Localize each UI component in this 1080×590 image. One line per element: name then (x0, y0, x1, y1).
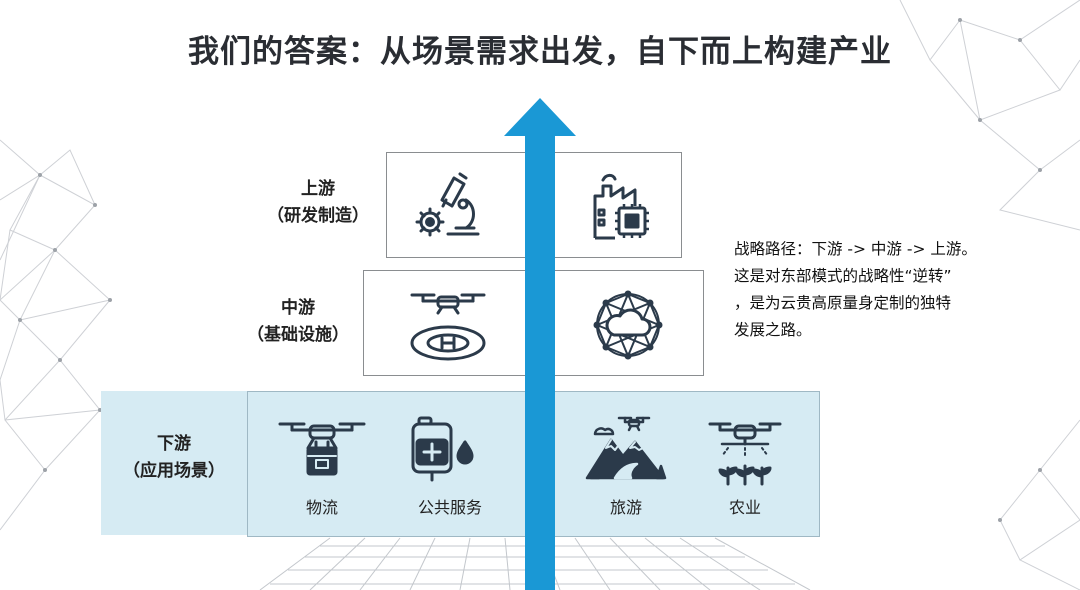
downstream-item-tourism-label: 旅游 (609, 498, 642, 517)
perspective-floor-grid (259, 537, 811, 590)
drone-landing-pad-icon (406, 287, 490, 363)
medical-iv-bag-icon (407, 414, 483, 484)
strategy-line-1: 战略路径：下游 -> 中游 -> 上游。 (734, 240, 977, 258)
strategy-line-2: 这是对东部模式的战略性“逆转” (734, 267, 952, 285)
upstream-label-subtitle: （研发制造） (267, 206, 369, 226)
downstream-item-logistics-label: 物流 (305, 498, 338, 517)
right-network-dots (958, 18, 1042, 522)
midstream-label: 中游 （基础设施） (235, 295, 361, 349)
cloud-network-icon (588, 285, 668, 365)
strategy-line-3: ，是为云贵高原量身定制的独特 (734, 294, 952, 312)
factory-chip-icon (583, 170, 659, 242)
page-title: 我们的答案：从场景需求出发，自下而上构建产业 (188, 34, 892, 70)
left-network-lines (0, 139, 111, 531)
midstream-label-subtitle: （基础设施） (247, 325, 349, 345)
strategy-description: 战略路径：下游 -> 中游 -> 上游。 这是对东部模式的战略性“逆转” ，是为… (734, 236, 1054, 344)
downstream-item-agriculture-label: 农业 (728, 498, 761, 517)
downstream-label: 下游 （应用场景） (104, 431, 244, 485)
strategy-line-4: 发展之路。 (734, 321, 812, 339)
delivery-drone-icon (276, 416, 368, 482)
upstream-label-title: 上游 (301, 179, 335, 199)
mountain-drone-icon (585, 412, 667, 484)
upstream-label: 上游 （研发制造） (258, 176, 378, 230)
downstream-item-public-service-label: 公共服务 (417, 498, 482, 517)
midstream-label-title: 中游 (281, 298, 315, 318)
downstream-label-title: 下游 (157, 434, 191, 454)
spraying-drone-icon (708, 418, 782, 488)
left-network-dots (18, 173, 112, 472)
microscope-gear-icon (410, 170, 486, 242)
downstream-label-subtitle: （应用场景） (123, 461, 225, 481)
downstream-label-background (101, 391, 247, 535)
